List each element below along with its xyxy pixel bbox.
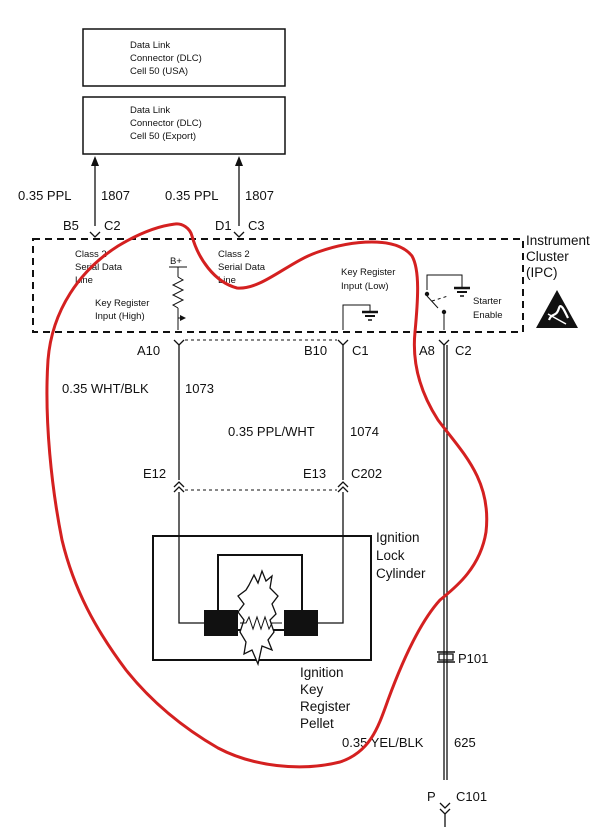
key-reg-low-line1: Key Register — [341, 267, 395, 278]
ipc-boundary — [32, 238, 524, 333]
class2-right-line2: Serial Data — [218, 262, 266, 273]
dlc-export-line2: Connector (DLC) — [130, 118, 202, 129]
class2-left-line1: Class 2 — [75, 249, 107, 260]
pin-a8-label: A8 — [419, 343, 435, 358]
pin-c3-label: C3 — [248, 218, 265, 233]
pin-a10-label: A10 — [137, 343, 160, 358]
connector-c101-label: C101 — [456, 789, 487, 804]
connector-a10-symbol — [173, 339, 185, 346]
pin-p-label: P — [427, 789, 436, 804]
dlc-arrow-left — [91, 156, 99, 226]
connector-c3-symbol — [233, 231, 245, 238]
splice-p101-label: P101 — [458, 651, 488, 666]
ipc-title-line2: Cluster — [526, 249, 569, 264]
connector-c202-label: C202 — [351, 466, 382, 481]
pin-c2-top-label: C2 — [104, 218, 121, 233]
wire-1073-circuit: 1073 — [185, 381, 214, 396]
dlc-usa-line1: Data Link — [130, 40, 170, 51]
ignition-lock-line1: Ignition — [376, 530, 420, 545]
pullup-resistor-symbol — [169, 266, 187, 330]
key-reg-high-line1: Key Register — [95, 298, 149, 309]
key-reg-low-ground-symbol — [342, 304, 378, 330]
starter-enable-line1: Starter — [473, 296, 502, 307]
ignition-lock-cylinder-symbol — [152, 535, 372, 667]
wire-1074-circuit: 1074 — [350, 424, 379, 439]
class2-right-line1: Class 2 — [218, 249, 250, 260]
dlc-export-line1: Data Link — [130, 105, 170, 116]
pin-c2-ipc-label: C2 — [455, 343, 472, 358]
dlc-usa-line2: Connector (DLC) — [130, 53, 202, 64]
wire-1073-gauge: 0.35 WHT/BLK — [62, 381, 149, 396]
starter-relay-switch-symbol — [424, 274, 470, 330]
wire-right-gauge: 0.35 PPL — [165, 188, 219, 203]
pin-d1-label: D1 — [215, 218, 232, 233]
class2-right-line3: Line — [218, 275, 236, 286]
wire-625-gauge: 0.35 YEL/BLK — [342, 735, 424, 750]
esd-warning-icon — [536, 290, 578, 328]
class2-left-line2: Serial Data — [75, 262, 123, 273]
key-pellet-line1: Ignition — [300, 665, 344, 680]
key-pellet-line3: Register — [300, 699, 351, 714]
dlc-export-line3: Cell 50 (Export) — [130, 131, 196, 142]
dlc-usa-line3: Cell 50 (USA) — [130, 66, 188, 77]
pin-b10-label: B10 — [304, 343, 327, 358]
dlc-export-box: Data Link Connector (DLC) Cell 50 (Expor… — [82, 96, 286, 155]
connector-c2-ipc-symbol — [438, 339, 450, 346]
ignition-lock-line2: Lock — [376, 548, 405, 563]
pin-b5-label: B5 — [63, 218, 79, 233]
ipc-title-line3: (IPC) — [526, 265, 558, 280]
wire-left-circuit: 1807 — [101, 188, 130, 203]
connector-c202-symbol — [173, 481, 349, 493]
key-pellet-line4: Pellet — [300, 716, 334, 731]
key-reg-high-line2: Input (High) — [95, 311, 145, 322]
splice-p101-symbol — [437, 651, 455, 663]
red-annotation-outline — [45, 222, 489, 769]
ignition-lock-line3: Cylinder — [376, 566, 426, 581]
connector-c101-symbol — [439, 802, 451, 827]
connector-c2-top-symbol — [89, 231, 101, 238]
class2-left-line3: Line — [75, 275, 93, 286]
pin-c1-label: C1 — [352, 343, 369, 358]
pin-e12-label: E12 — [143, 466, 166, 481]
pin-e13-label: E13 — [303, 466, 326, 481]
wire-625-circuit: 625 — [454, 735, 476, 750]
starter-enable-line2: Enable — [473, 310, 503, 321]
key-reg-low-line2: Input (Low) — [341, 281, 389, 292]
wire-1074-gauge: 0.35 PPL/WHT — [228, 424, 315, 439]
key-pellet-line2: Key — [300, 682, 324, 697]
wire-left-gauge: 0.35 PPL — [18, 188, 72, 203]
b-plus-label: B+ — [170, 256, 182, 267]
dlc-arrow-right — [235, 156, 243, 226]
dlc-usa-box: Data Link Connector (DLC) Cell 50 (USA) — [82, 28, 286, 87]
wire-right-circuit: 1807 — [245, 188, 274, 203]
connector-c1-symbol — [337, 339, 349, 346]
ipc-title-line1: Instrument — [526, 233, 590, 248]
